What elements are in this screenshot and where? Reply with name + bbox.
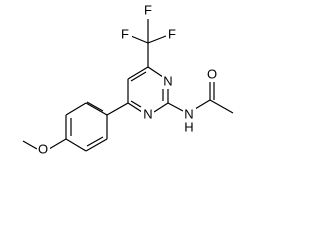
bond-layer (22, 19, 234, 152)
atom-o-methoxy: O (38, 141, 48, 156)
bond-ring-n1-c6-double (130, 100, 142, 108)
atom-bg-o-carbonyl (205, 68, 218, 82)
bond-c-carbonyl-methyl (209, 99, 234, 114)
bond-cf3-c-f-left (130, 35, 149, 44)
bond-c6-phenyl (106, 102, 129, 116)
atom-label-layer: F F F N N N H O O (37, 2, 218, 157)
bond-phenyl-5-6-double (86, 136, 104, 147)
atom-n-ring-top: N (163, 73, 172, 88)
atom-bg-f-left (120, 28, 132, 42)
bond-c2-n-amide (167, 102, 184, 112)
atom-bg-h-amide (183, 121, 196, 135)
atom-bg-f-right (166, 28, 178, 42)
atom-f-top: F (144, 2, 152, 17)
bond-ring-c4-c5-double (130, 71, 147, 82)
bond-phenyl-2-3 (65, 102, 87, 116)
atom-bg-o-methoxy (37, 143, 50, 157)
bond-ring-n1-c6 (127, 102, 143, 113)
bond-cf3-c-f-right (147, 35, 167, 44)
atom-f-left: F (121, 26, 129, 41)
atom-f-right: F (168, 26, 176, 41)
bond-ring-c2-n1 (153, 102, 169, 113)
atom-o-carbonyl: O (207, 66, 217, 81)
atom-bg-n-ring-bottom (141, 108, 154, 122)
bond-phenyl-5-6 (85, 138, 108, 152)
bond-phenyl-o-methoxy (48, 138, 67, 150)
bond-phenyl-1-2-double (86, 101, 104, 112)
bond-phenyl-4-5 (65, 138, 87, 152)
atom-h-amide: H (184, 119, 193, 134)
bond-o-methoxy-methyl (22, 140, 38, 150)
bond-n-amide-c-carbonyl (194, 99, 211, 110)
bond-phenyl-1-2 (85, 102, 108, 116)
atom-bg-n-ring-top (162, 75, 175, 89)
atom-bg-f-top (142, 3, 154, 17)
atom-bg-n-amide (183, 108, 196, 122)
bond-ring-c4-c5 (127, 66, 149, 80)
atom-n-ring-bottom: N (143, 106, 152, 121)
molecule-structure: F F F N N N H O O (22, 2, 234, 157)
atom-n-amide: N (184, 106, 193, 121)
